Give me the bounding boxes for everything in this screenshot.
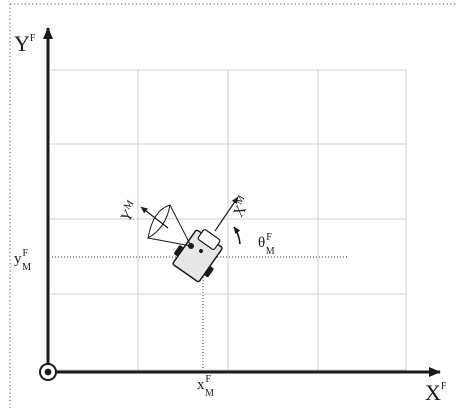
robot-y-axis-arrow bbox=[140, 206, 169, 229]
robot-front-panel bbox=[197, 229, 221, 250]
background-grid bbox=[47, 69, 407, 371]
robot-wheel-right bbox=[174, 245, 184, 256]
robot-wheel-left bbox=[204, 266, 214, 278]
heading-angle-arc bbox=[233, 226, 241, 245]
y-axis-label: YF bbox=[14, 31, 36, 56]
origin-marker bbox=[39, 363, 57, 381]
robot-center bbox=[199, 249, 203, 253]
robot-x-axis-arrow bbox=[214, 196, 239, 232]
robot bbox=[172, 229, 223, 283]
x-axis-label: XF bbox=[425, 380, 447, 405]
robot-y-axis-label: YM bbox=[116, 198, 143, 225]
